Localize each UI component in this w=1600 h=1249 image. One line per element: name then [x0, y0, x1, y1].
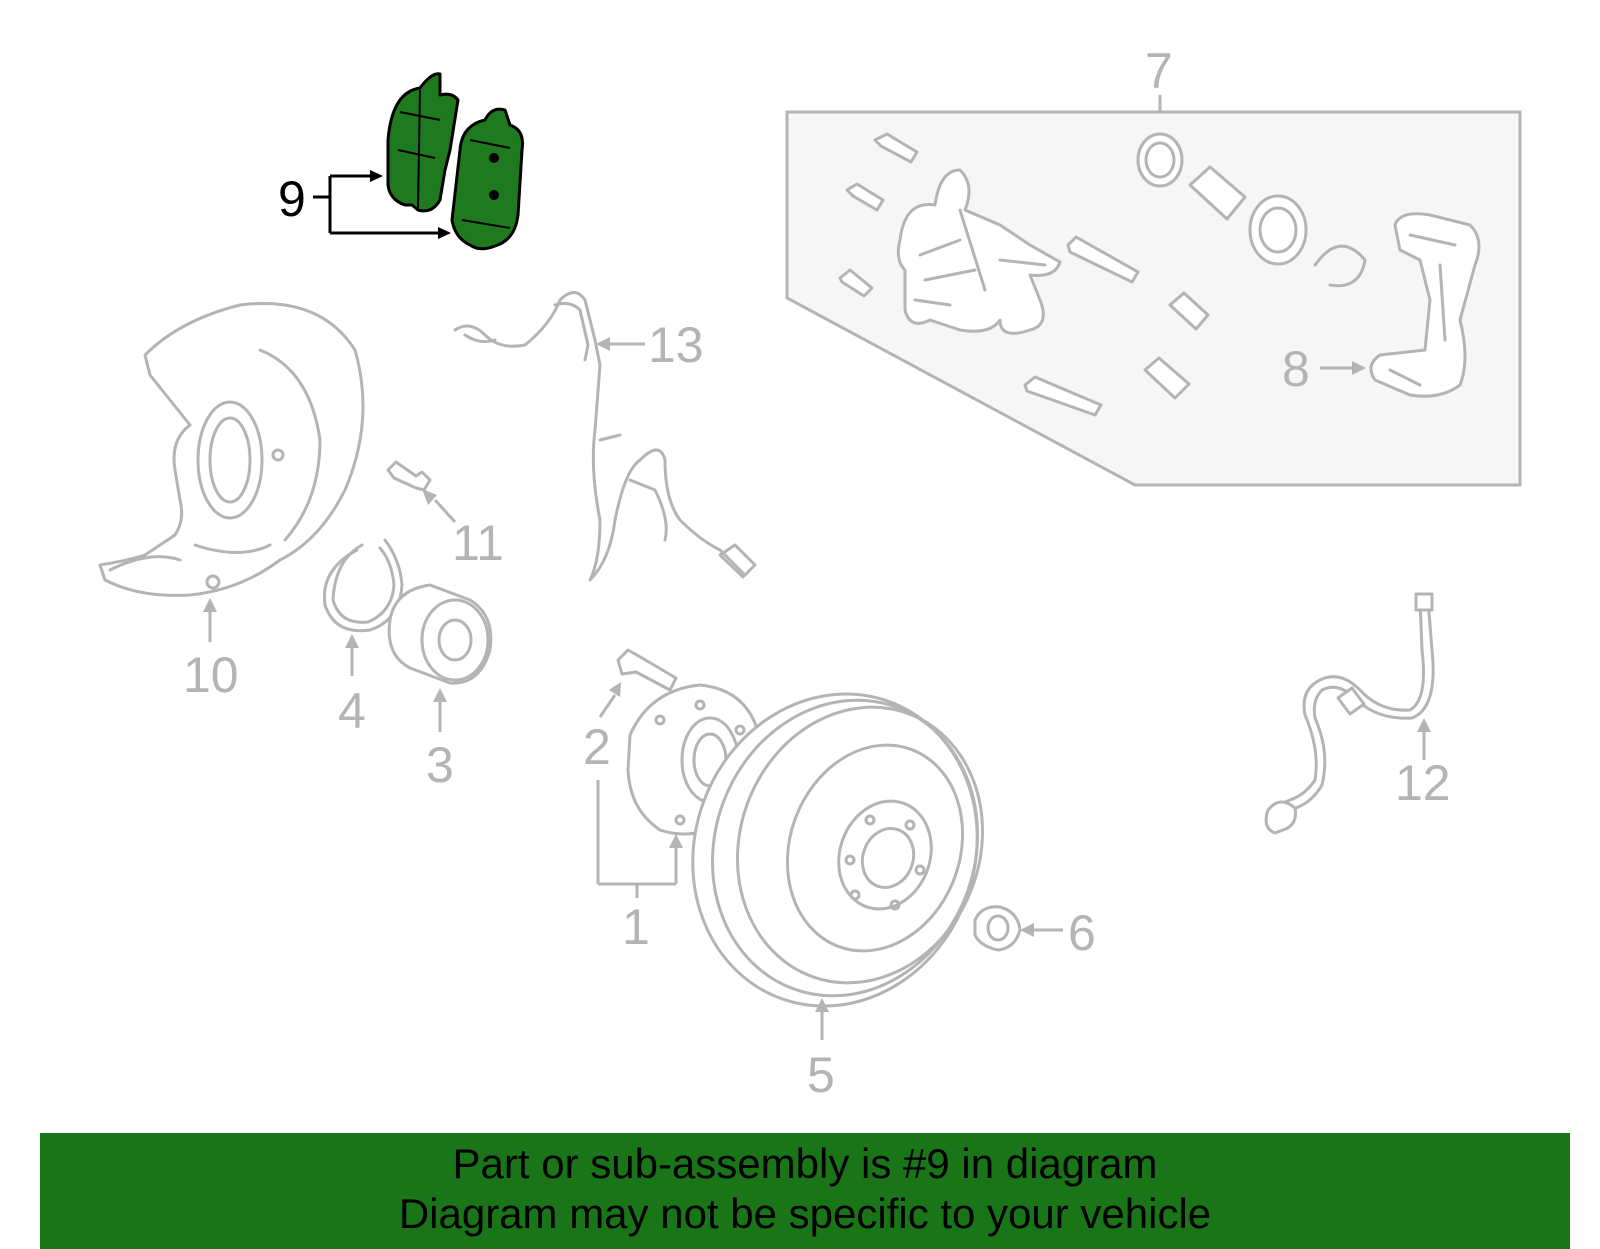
- brake-pads-highlighted[interactable]: 9: [278, 72, 524, 251]
- callout-9[interactable]: 9: [278, 171, 306, 227]
- brake-hose-12: 12: [1264, 592, 1451, 835]
- callout-5[interactable]: 5: [807, 1047, 835, 1103]
- snap-ring-4: 4: [322, 538, 404, 739]
- callout-9-pointer: [313, 170, 451, 239]
- wheel-bearing-3: 3: [387, 583, 493, 793]
- brake-rotor-5: 5: [691, 692, 985, 1103]
- info-banner: Part or sub-assembly is #9 in diagram Di…: [40, 1133, 1570, 1249]
- callout-1[interactable]: 1: [622, 899, 650, 955]
- nut-6: 6: [973, 905, 1096, 961]
- banner-line-2: Diagram may not be specific to your vehi…: [398, 1190, 1212, 1237]
- bolt-11: 11: [386, 460, 504, 571]
- banner-line-1: Part or sub-assembly is #9 in diagram: [452, 1140, 1158, 1187]
- callout-12[interactable]: 12: [1395, 755, 1451, 811]
- callout-10[interactable]: 10: [183, 647, 239, 703]
- dust-shield: 10: [98, 301, 365, 703]
- callout-8[interactable]: 8: [1282, 341, 1310, 397]
- callout-11[interactable]: 11: [452, 515, 504, 571]
- caliper-kit-box: 7 8: [785, 43, 1522, 487]
- callout-7[interactable]: 7: [1145, 43, 1173, 99]
- callout-1-pointer: [596, 780, 683, 898]
- callout-4[interactable]: 4: [338, 683, 366, 739]
- callout-13[interactable]: 13: [648, 317, 704, 373]
- callout-8-pointer: [1320, 361, 1366, 375]
- callout-6[interactable]: 6: [1068, 905, 1096, 961]
- callout-3[interactable]: 3: [426, 737, 454, 793]
- abs-sensor-13: 13: [453, 291, 757, 582]
- callout-2[interactable]: 2: [583, 719, 611, 775]
- hub-bolt-2: 2: [583, 648, 678, 775]
